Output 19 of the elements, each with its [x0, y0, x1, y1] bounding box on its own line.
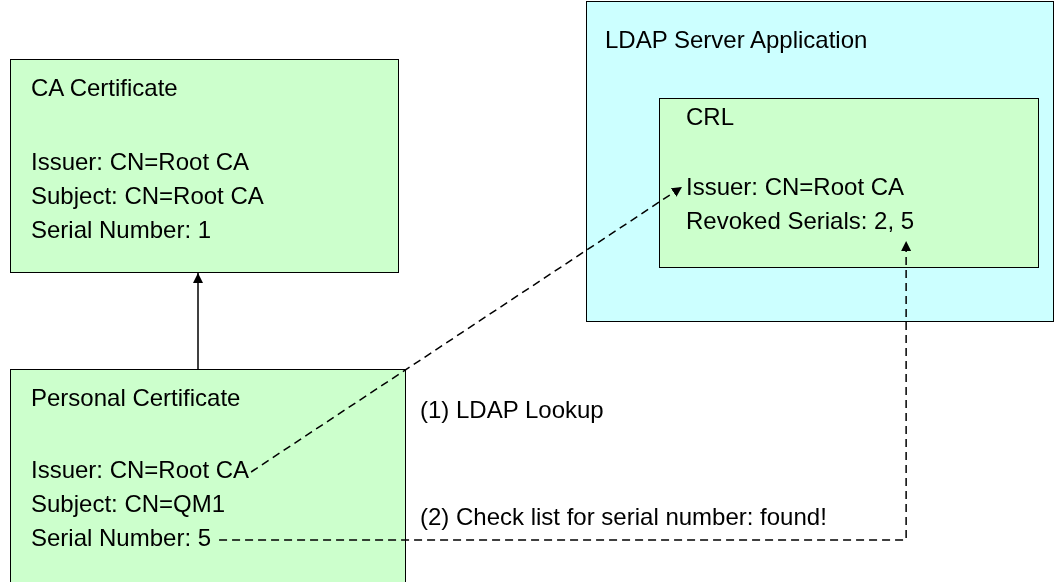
field-text: Issuer: CN=Root CA	[31, 148, 250, 176]
certificate-box	[10, 59, 399, 273]
arrow	[193, 272, 203, 370]
arrow	[250, 186, 683, 473]
arrow	[218, 240, 912, 541]
field-text: Serial Number: 1	[31, 216, 212, 244]
certificate-box	[10, 369, 406, 582]
field-text: Issuer: CN=Root CA	[686, 173, 905, 201]
box-title: LDAP Server Application	[605, 26, 868, 54]
field-text: Subject: CN=QM1	[31, 490, 226, 518]
box-title: Personal Certificate	[31, 384, 241, 412]
server-panel	[586, 1, 1054, 322]
list-box	[659, 98, 1039, 268]
field-text: Issuer: CN=Root CA	[31, 456, 250, 484]
field-text: Serial Number: 5	[31, 524, 212, 552]
box-title: CA Certificate	[31, 74, 178, 102]
box-title: CRL	[686, 103, 734, 131]
field-text: Revoked Serials: 2, 5	[686, 207, 915, 235]
field-text: Subject: CN=Root CA	[31, 182, 264, 210]
